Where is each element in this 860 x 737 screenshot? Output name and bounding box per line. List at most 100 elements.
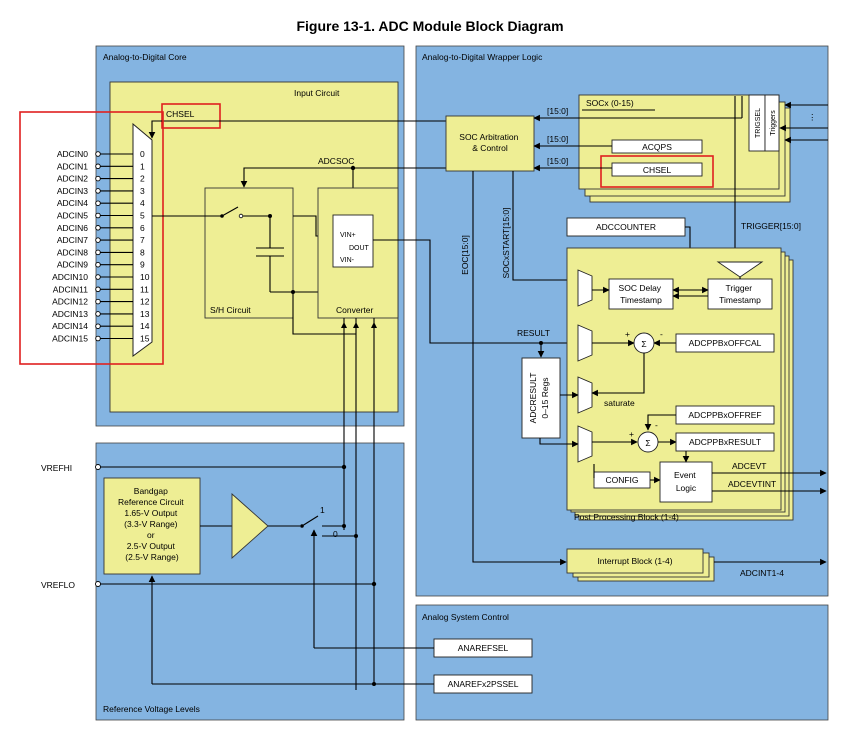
adcint-label: ADCINT1-4 (740, 568, 784, 578)
adcresult-label: ADCRESULT (528, 373, 538, 424)
switch-contact-b (238, 213, 244, 219)
adcin-pin-label: ADCIN13 (52, 309, 88, 319)
plus-2: + (629, 429, 634, 439)
sum1-to-saturate (591, 353, 645, 397)
adcin-pin (95, 298, 101, 305)
config-label: CONFIG (605, 475, 638, 485)
junction-dot (341, 464, 347, 470)
system-control-label: Analog System Control (422, 612, 509, 622)
chsel-to-mux-wire (148, 120, 220, 139)
ref-buffer (231, 492, 269, 560)
junction-dot (354, 534, 358, 538)
event-logic-box (659, 461, 713, 503)
adcin-pin-label: ADCIN10 (52, 272, 88, 282)
adcsoc-label: ADCSOC (318, 156, 354, 166)
system-control-panel (415, 604, 829, 721)
adcevtint-label: ADCEVTINT (728, 479, 776, 489)
mux-3 (577, 376, 593, 414)
junction-dot (268, 214, 272, 218)
adcresult-regs (521, 357, 561, 439)
minus-2: - (655, 420, 658, 430)
eoc-label: EOC[15:0] (460, 235, 470, 275)
mux-input-number: 11 (140, 284, 149, 294)
mux-input-number: 0 (140, 149, 145, 159)
adcin-pin-label: ADCIN14 (52, 321, 88, 331)
adcin-pin (95, 323, 101, 329)
adcevt-label: ADCEVT (732, 461, 766, 471)
vrefhi-pin (95, 464, 101, 470)
trigsel-label: TRIGSEL (755, 108, 762, 138)
soc-arbitration-block (445, 115, 535, 172)
junction-dot (342, 524, 346, 528)
triggers-box (764, 94, 780, 152)
offref-label: ADCPPBxOFFREF (688, 410, 761, 420)
trigger-bus-label: TRIGGER[15:0] (741, 221, 801, 231)
ref-switch-blade (301, 515, 319, 527)
adcin-pin (95, 249, 101, 256)
trigger-dots: ⋮ (808, 112, 817, 122)
adcin-pin-label: ADCIN7 (57, 235, 88, 245)
input-circuit-label: Input Circuit (294, 88, 340, 98)
socxstart-label: SOCxSTART[15:0] (501, 207, 511, 278)
minus-1: - (660, 329, 663, 339)
mux-4 (577, 425, 593, 463)
adcin-pin-label: ADCIN5 (57, 211, 88, 221)
junction-dot (371, 581, 377, 587)
event-logic-label: Event Logic (674, 470, 698, 493)
input-mux (132, 122, 153, 357)
anarefsel-label: ANAREFSEL (458, 643, 509, 653)
switch-blade (221, 206, 239, 217)
dout-label: DOUT (349, 245, 370, 252)
mux-input-number: 14 (140, 321, 150, 331)
adcin-pin-label: ADCIN15 (52, 334, 88, 344)
mux-input-number: 8 (140, 247, 145, 257)
adcin-pin (95, 261, 101, 268)
mux-input-number: 4 (140, 198, 145, 208)
adcin-pin (95, 151, 101, 157)
post-processing-label: Post Processing Block (1-4) (574, 512, 679, 522)
wrapper-chsel-label: CHSEL (643, 165, 672, 175)
acqps-label: ACQPS (642, 142, 672, 152)
adcin-pin-label: ADCIN1 (57, 161, 88, 171)
bus-label-2: [15:0] (547, 134, 568, 144)
sh-circuit-block (204, 187, 294, 319)
arrow-up (371, 322, 377, 328)
adcin-pin (95, 286, 101, 293)
adcin-pin-label: ADCIN9 (57, 260, 88, 270)
dout-to-result-wire (373, 239, 578, 347)
sigma-1: Σ (641, 339, 646, 349)
adc-core-box (332, 214, 374, 268)
ref-switch-one: 1 (320, 505, 325, 515)
vin-minus-label: VIN- (340, 257, 355, 264)
arrow-up (353, 322, 359, 328)
adcsoc-wire (240, 167, 446, 188)
adcin-pin (95, 175, 101, 182)
offref-to-sum2 (644, 414, 676, 431)
bandgap-block (103, 477, 201, 575)
mux-input-number: 6 (140, 223, 145, 233)
interrupt-block (566, 548, 704, 574)
figure-title: Figure 13-1. ADC Module Block Diagram (296, 18, 563, 34)
adcin-pin (95, 335, 101, 342)
mux-input-number: 9 (140, 260, 145, 270)
adcin-pin-label: ADCIN11 (53, 284, 89, 294)
adcin-highlight (19, 111, 164, 365)
wrapper-label: Analog-to-Digital Wrapper Logic (422, 52, 543, 62)
adcresult-sub: 0–15 Regs (540, 377, 550, 418)
mux-input-number: 3 (140, 186, 145, 196)
core-chsel-highlight (161, 103, 221, 129)
anarefx2pssel-label: ANAREFx2PSSEL (448, 679, 519, 689)
converter-label: Converter (336, 305, 373, 315)
bus-label-3: [15:0] (547, 156, 568, 166)
sh-circuit-label: S/H Circuit (210, 305, 251, 315)
result-label: RESULT (517, 328, 550, 338)
adcin-pin-label: ADCIN4 (57, 198, 88, 208)
adcin-pin-label: ADCIN3 (57, 186, 88, 196)
reference-label: Reference Voltage Levels (103, 704, 200, 714)
arrow-up (341, 322, 347, 328)
mux-2 (577, 324, 593, 362)
adccounter-label: ADCCOUNTER (596, 222, 656, 232)
bus-label-1: [15:0] (547, 106, 568, 116)
wrapper-chsel-box (611, 162, 703, 177)
mux-input-number: 13 (140, 309, 150, 319)
